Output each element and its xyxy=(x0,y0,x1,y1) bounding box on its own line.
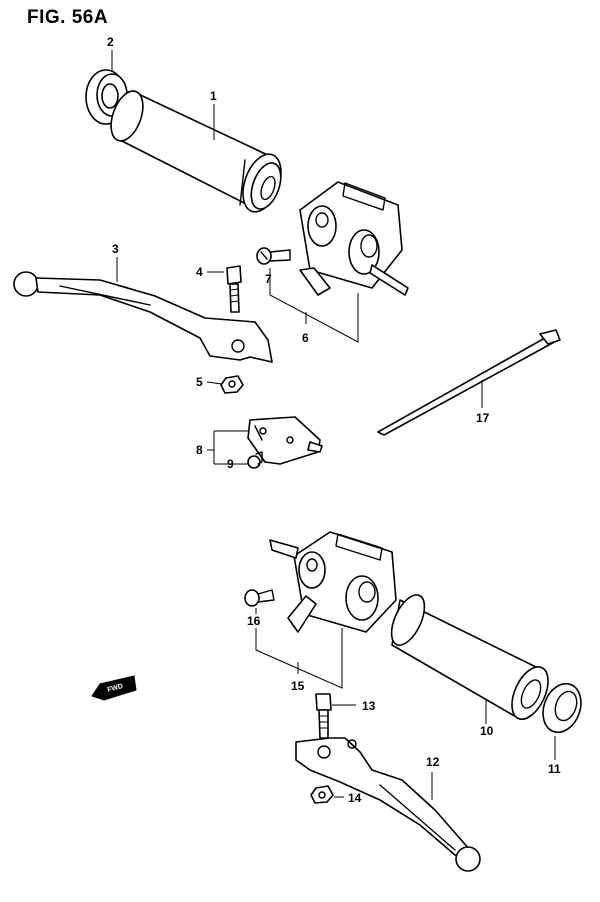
part-8-brake-switch xyxy=(247,416,323,465)
callout-7: 7 xyxy=(265,272,272,286)
fwd-label: FWD xyxy=(107,683,124,694)
callout-2: 2 xyxy=(107,35,114,49)
part-14-nut xyxy=(310,785,334,804)
part-6-switch-housing-right xyxy=(299,181,409,296)
callout-11: 11 xyxy=(548,762,561,776)
callout-13: 13 xyxy=(362,699,376,713)
part-15-switch-housing-left xyxy=(269,531,397,633)
part-4-bolt xyxy=(226,265,242,313)
part-11-end-collar xyxy=(542,682,582,734)
leader-lines xyxy=(111,50,556,800)
callout-3: 3 xyxy=(112,242,119,256)
callout-6: 6 xyxy=(302,331,309,345)
callout-numbers: 2 1 3 4 7 6 5 17 8 9 16 15 13 10 12 11 1… xyxy=(107,35,561,805)
callout-8: 8 xyxy=(196,443,203,457)
part-13-bolt xyxy=(315,693,332,739)
fwd-arrow-icon: FWD xyxy=(91,675,137,701)
part-9-screw xyxy=(247,451,263,469)
callout-16: 16 xyxy=(247,614,261,628)
callout-5: 5 xyxy=(196,375,203,389)
callout-14: 14 xyxy=(348,791,362,805)
part-17-cable-tie xyxy=(377,329,561,436)
callout-1: 1 xyxy=(210,89,217,103)
callout-17: 17 xyxy=(476,411,490,425)
part-1-throttle-grip xyxy=(110,90,282,213)
part-10-handlebar-grip xyxy=(390,594,549,720)
figure-title: FIG. 56A xyxy=(27,7,109,28)
part-7-screw xyxy=(256,247,291,265)
callout-4: 4 xyxy=(196,265,203,279)
part-16-screw xyxy=(244,589,275,607)
callout-12: 12 xyxy=(426,755,440,769)
callout-15: 15 xyxy=(291,679,305,693)
part-3-brake-lever xyxy=(13,271,273,363)
callout-9: 9 xyxy=(227,457,234,471)
part-5-nut xyxy=(220,375,244,394)
part-12-clutch-lever xyxy=(295,737,481,872)
callout-10: 10 xyxy=(480,724,494,738)
